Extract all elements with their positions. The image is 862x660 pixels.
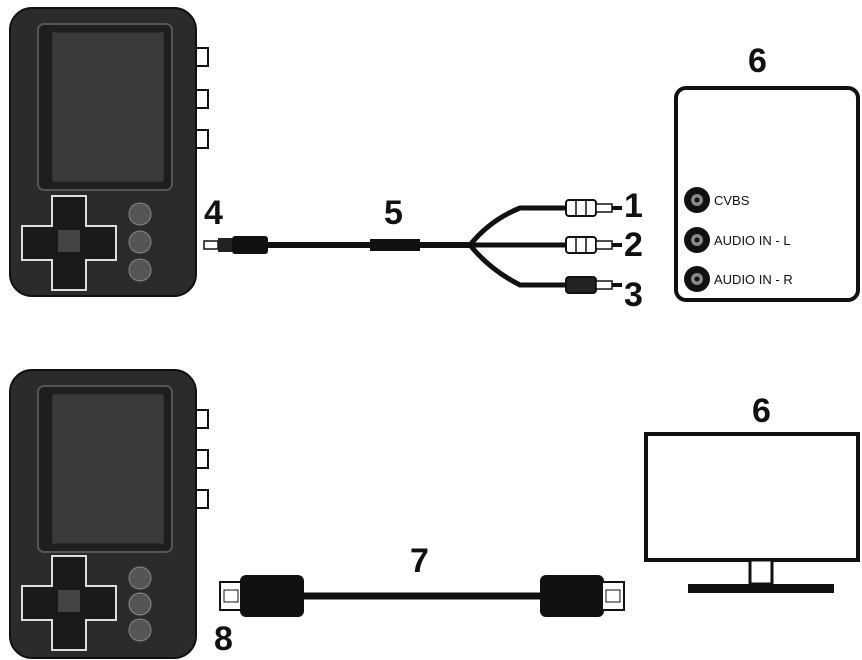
rca-plug-1: [565, 199, 622, 217]
av-port-audio-r: AUDIO IN - R: [684, 266, 793, 292]
monitor-stand-neck: [748, 558, 774, 586]
round-button: [128, 618, 152, 642]
port-label-audio-r: AUDIO IN - R: [714, 272, 793, 287]
rca-plug-2: [565, 236, 622, 254]
callout-1: 1: [624, 187, 643, 225]
port-label-cvbs: CVBS: [714, 193, 750, 208]
round-button: [128, 230, 152, 254]
callout-7: 7: [410, 542, 429, 580]
round-button: [128, 202, 152, 226]
av-port-audio-l: AUDIO IN - L: [684, 227, 791, 253]
side-button: [195, 409, 209, 429]
side-button: [195, 489, 209, 509]
hdmi-plug-left-body: [240, 575, 304, 617]
callout-8: 8: [214, 620, 233, 658]
callout-6-top: 6: [748, 42, 767, 80]
av-connection-section: 1 2 3 4 5 6 CVBS AUDIO IN - L: [9, 7, 860, 314]
side-button: [195, 449, 209, 469]
tv-monitor: [644, 432, 860, 593]
port-label-audio-l: AUDIO IN - L: [714, 233, 791, 248]
hdmi-cable: [219, 575, 625, 617]
round-button: [128, 592, 152, 616]
dpad-center: [58, 590, 80, 612]
rca-plug-3: [565, 276, 622, 294]
jack-plug-3-5mm: [203, 236, 268, 254]
callout-3: 3: [624, 276, 643, 314]
hdmi-plug-right-body: [540, 575, 604, 617]
av-port-cvbs: CVBS: [684, 187, 750, 213]
side-button: [195, 129, 209, 149]
av-cable: [266, 205, 568, 288]
dpad-center: [58, 230, 80, 252]
handheld-device-top: [9, 7, 209, 297]
callout-6-bottom: 6: [752, 392, 771, 430]
round-button: [128, 258, 152, 282]
hdmi-connection-section: 7 8 6: [9, 369, 860, 659]
device-screen: [51, 393, 165, 545]
handheld-device-bottom: [9, 369, 209, 659]
monitor-screen: [644, 432, 860, 562]
tv-av-input-panel: CVBS AUDIO IN - L AUDIO IN - R: [674, 86, 860, 302]
callout-4: 4: [204, 194, 223, 232]
side-button: [195, 47, 209, 67]
round-button: [128, 566, 152, 590]
monitor-stand-base: [688, 584, 834, 593]
device-screen: [51, 31, 165, 183]
side-button: [195, 89, 209, 109]
callout-2: 2: [624, 226, 643, 264]
callout-5: 5: [384, 194, 403, 232]
